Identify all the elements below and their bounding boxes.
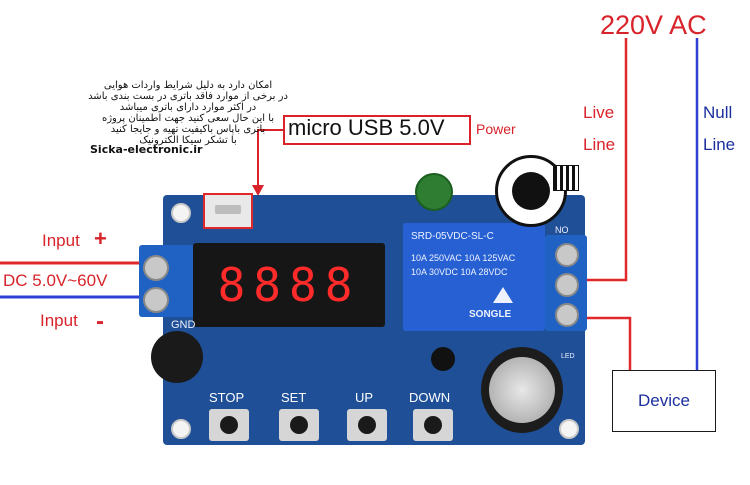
coin-cell-battery bbox=[481, 347, 563, 433]
device-box: Device bbox=[612, 370, 716, 432]
micro-usb-port bbox=[203, 193, 253, 229]
power-label: Power bbox=[476, 121, 516, 137]
null-label-top: Null bbox=[703, 103, 733, 122]
ac-title: 220V AC bbox=[600, 10, 707, 40]
mount-hole bbox=[171, 419, 191, 439]
relay-module: SRD-05VDC-SL-C 10A 250VAC 10A 125VAC 10A… bbox=[403, 223, 545, 331]
live-line-wire bbox=[585, 38, 628, 282]
up-button[interactable] bbox=[347, 409, 387, 441]
set-button-label: SET bbox=[281, 390, 307, 405]
display-digits: 8888 bbox=[217, 258, 361, 312]
input-minus-label: Input bbox=[40, 311, 78, 330]
note-line: در اکثر موارد دارای باتری میباشد bbox=[119, 102, 257, 113]
capacitor-top bbox=[415, 173, 453, 211]
note-line: امکان دارد به دلیل شرایط واردات هوایی bbox=[103, 80, 273, 91]
warning-triangle-icon bbox=[493, 287, 513, 303]
mount-hole bbox=[171, 203, 191, 223]
null-label-bottom: Line bbox=[703, 135, 736, 154]
mount-hole bbox=[559, 419, 579, 439]
relay-rating-2: 10A 30VDC 10A 28VDC bbox=[411, 267, 508, 277]
input-plus-label: Input bbox=[42, 231, 80, 250]
live-label-bottom: Line bbox=[583, 135, 616, 154]
qr-code bbox=[553, 165, 579, 191]
led-label: LED bbox=[561, 353, 575, 360]
note-line: باتری باپاس باکیفیت تهیه و جایجا کنید bbox=[110, 124, 266, 135]
seven-segment-display: 8888 bbox=[193, 243, 385, 327]
down-button[interactable] bbox=[413, 409, 453, 441]
usb-pointer-line bbox=[257, 129, 283, 187]
usb-label-box bbox=[283, 115, 471, 145]
plus-sign: + bbox=[94, 226, 107, 251]
input-terminal-block bbox=[139, 245, 195, 317]
note-line: با تشکر سیکا الکترونیک bbox=[139, 135, 237, 146]
relay-model: SRD-05VDC-SL-C bbox=[411, 231, 494, 242]
buzzer bbox=[151, 331, 203, 383]
persian-note: امکان دارد به دلیل شرایط واردات هوایی در… bbox=[78, 80, 298, 146]
usb-label: micro USB 5.0V bbox=[288, 115, 445, 140]
down-button-label: DOWN bbox=[409, 390, 451, 405]
set-button[interactable] bbox=[279, 409, 319, 441]
note-line: در برخی از موارد فاقد باتری در بست بندی … bbox=[88, 91, 288, 102]
device-label: Device bbox=[638, 391, 690, 410]
device-red-wire bbox=[585, 316, 632, 371]
no-label: NO bbox=[555, 225, 569, 235]
live-label-top: Live bbox=[583, 103, 615, 122]
dc-voltage-label: DC 5.0V~60V bbox=[3, 271, 108, 290]
stop-button-label: STOP bbox=[209, 390, 245, 405]
stop-button[interactable] bbox=[209, 409, 249, 441]
relay-brand: SONGLE bbox=[469, 309, 512, 320]
usb-pointer-arrowhead bbox=[252, 185, 264, 196]
minus-sign: - bbox=[96, 308, 104, 335]
gnd-label: GND bbox=[171, 319, 196, 331]
note-line: با این حال سعی کنید جهت اطمینان پروژه bbox=[101, 113, 275, 124]
capacitor-47uf bbox=[431, 347, 455, 371]
timer-relay-board: 8888 SRD-05VDC-SL-C 10A 250VAC 10A 125VA… bbox=[139, 155, 587, 445]
note-url: Sicka-electronic.ir bbox=[90, 143, 203, 156]
relay-rating-1: 10A 250VAC 10A 125VAC bbox=[411, 253, 516, 263]
up-button-label: UP bbox=[355, 390, 374, 405]
output-terminal-block bbox=[545, 235, 587, 331]
